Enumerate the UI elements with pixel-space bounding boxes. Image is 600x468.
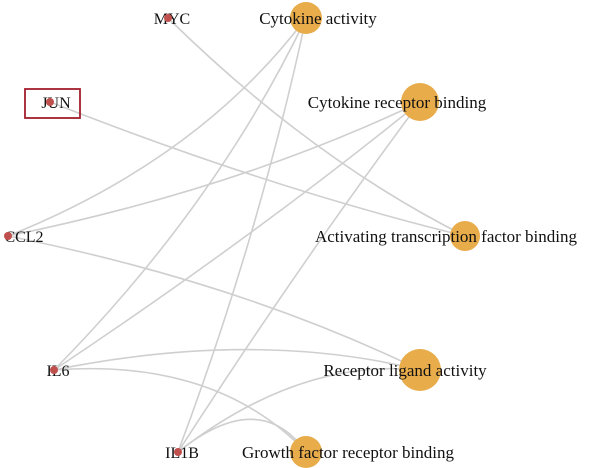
edge-myc-activating-transcription-factor-binding [167, 17, 466, 237]
term-node-activating-transcription-factor-binding[interactable] [450, 221, 480, 251]
gene-label-jun: JUN [41, 95, 71, 112]
term-node-cytokine-receptor-binding[interactable] [401, 83, 439, 121]
edge-il6-cytokine-activity [53, 17, 307, 371]
gene-node-il1b[interactable] [174, 448, 182, 456]
edge-il1b-cytokine-activity [177, 17, 307, 453]
term-label-cytokine-receptor-binding: Cytokine receptor binding [308, 93, 487, 112]
gene-node-ccl2[interactable] [4, 232, 12, 240]
term-node-growth-factor-receptor-binding[interactable] [290, 436, 322, 468]
gene-node-jun[interactable] [46, 98, 54, 106]
term-label-activating-transcription-factor-binding: Activating transcription factor binding [315, 227, 578, 246]
edge-il1b-growth-factor-receptor-binding [177, 418, 307, 453]
gene-label-myc: MYC [154, 11, 190, 28]
term-label-receptor-ligand-activity: Receptor ligand activity [323, 361, 487, 380]
edge-jun-activating-transcription-factor-binding [49, 101, 466, 237]
gene-label-ccl2: CCL2 [4, 229, 43, 246]
gene-label-il1b: IL1B [165, 445, 199, 462]
term-label-cytokine-activity: Cytokine activity [259, 9, 377, 28]
edge-ccl2-receptor-ligand-activity [7, 235, 421, 371]
edge-il1b-cytokine-receptor-binding [177, 101, 421, 453]
edge-ccl2-cytokine-activity [7, 17, 307, 237]
nodes-layer [290, 2, 480, 468]
gene-node-il6[interactable] [50, 366, 58, 374]
highlight-box-jun [24, 88, 81, 119]
edge-il6-cytokine-receptor-binding [53, 101, 421, 371]
edge-il6-growth-factor-receptor-binding [53, 367, 307, 453]
term-node-cytokine-activity[interactable] [290, 2, 322, 34]
edge-ccl2-cytokine-receptor-binding [7, 101, 421, 237]
term-label-growth-factor-receptor-binding: Growth factor receptor binding [242, 443, 454, 462]
gene-node-myc[interactable] [164, 14, 172, 22]
edge-il1b-receptor-ligand-activity [177, 367, 421, 453]
edge-il6-receptor-ligand-activity [53, 348, 421, 371]
edges-layer [7, 17, 466, 453]
term-node-receptor-ligand-activity[interactable] [399, 349, 441, 391]
gene-label-il6: IL6 [46, 363, 69, 380]
